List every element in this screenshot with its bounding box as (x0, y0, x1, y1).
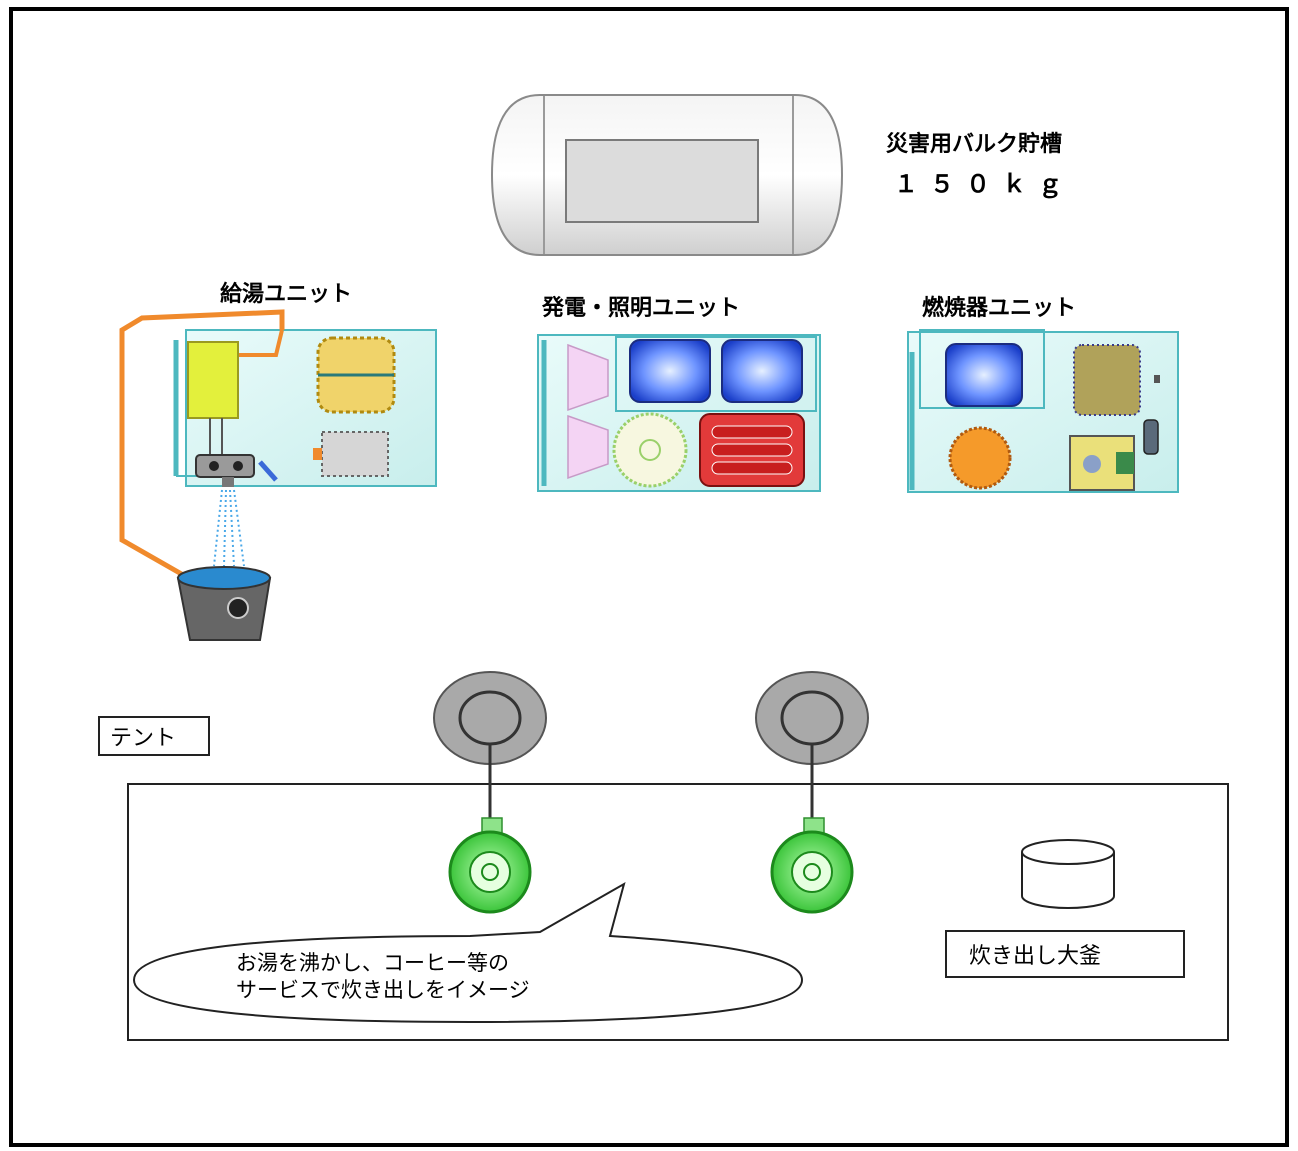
speech-bubble-line-2: サービスで炊き出しをイメージ (236, 978, 530, 1002)
bulk-tank (490, 94, 844, 256)
power-lighting-unit-label: 発電・照明ユニット (542, 296, 741, 321)
cooking-pot-label: 炊き出し大釜 (945, 930, 1185, 978)
tent-label: テント (98, 716, 210, 756)
power-lighting-unit (537, 334, 821, 492)
burner-unit (907, 329, 1179, 493)
gas-burner-1 (433, 671, 547, 914)
speech-bubble-text: お湯を沸かし、コーヒー等の サービスで炊き出しをイメージ (236, 950, 530, 1004)
speech-bubble (132, 881, 804, 1024)
tank-name-label: 災害用バルク貯槽 (886, 132, 1063, 157)
gas-burner-2 (755, 671, 869, 914)
tank-capacity-label: １５０ｋｇ (894, 170, 1074, 198)
cooking-pot-icon (1021, 839, 1115, 909)
hot-water-unit (119, 309, 437, 641)
speech-bubble-line-1: お湯を沸かし、コーヒー等の (236, 951, 509, 975)
tent-area (127, 783, 1229, 1041)
burner-unit-label: 燃焼器ユニット (922, 296, 1077, 321)
hot-water-unit-label: 給湯ユニット (220, 282, 353, 307)
